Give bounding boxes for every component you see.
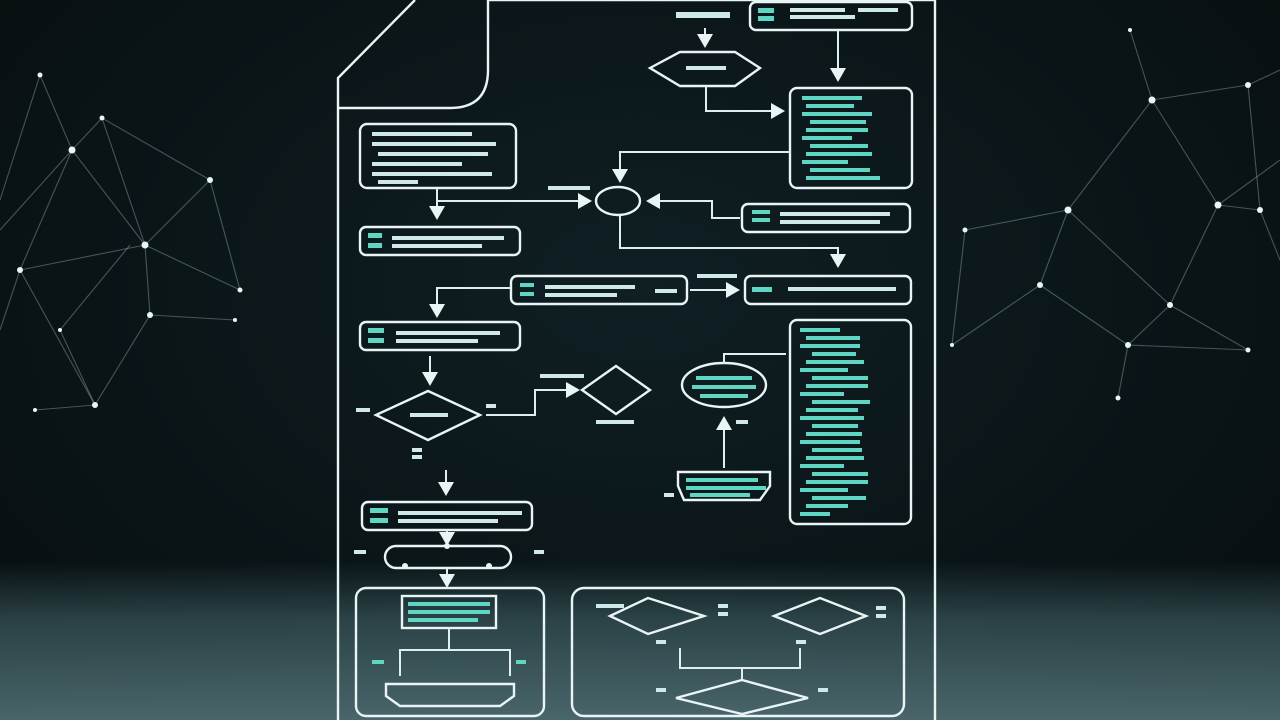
decision-diamond-top [647,50,763,88]
bottom-panel-left [354,586,546,718]
data-parallelogram-mid [676,470,772,502]
code-panel-right [788,318,913,526]
decision-diamond-bottom-b [770,596,870,636]
arrow-diamond-to-panel [705,86,785,119]
decision-diamond-left [373,389,483,442]
process-box-right-3 [743,274,913,306]
arrow-cloud-to-panel [723,353,786,364]
data-parallelogram-bottom [384,682,516,708]
decision-diamond-middle [579,364,653,416]
terminator-oval-center [594,185,642,217]
arrow-rightbox-to-oval [646,193,740,219]
bottom-panel-right [570,586,906,718]
arrow-panel-to-oval [612,151,790,183]
decision-diamond-bottom-c [675,678,809,716]
arrow-oval-down-right [619,215,846,268]
process-box-left-2 [358,225,522,257]
process-box-right-mid [740,202,912,234]
document-frame [336,0,937,720]
arrow-diamond-to-diamond [486,382,580,416]
process-box-top-right [748,0,914,32]
process-box-left-4 [360,500,534,532]
connector-bottom-right [679,648,801,680]
connector-bottom-left [399,628,511,676]
process-box-left-3 [358,320,522,352]
label-top [676,12,730,18]
decision-diamond-bottom-a [607,596,708,636]
process-box-middle [509,274,689,306]
code-panel-top [788,86,914,190]
arrow-middle-to-left [429,287,511,318]
